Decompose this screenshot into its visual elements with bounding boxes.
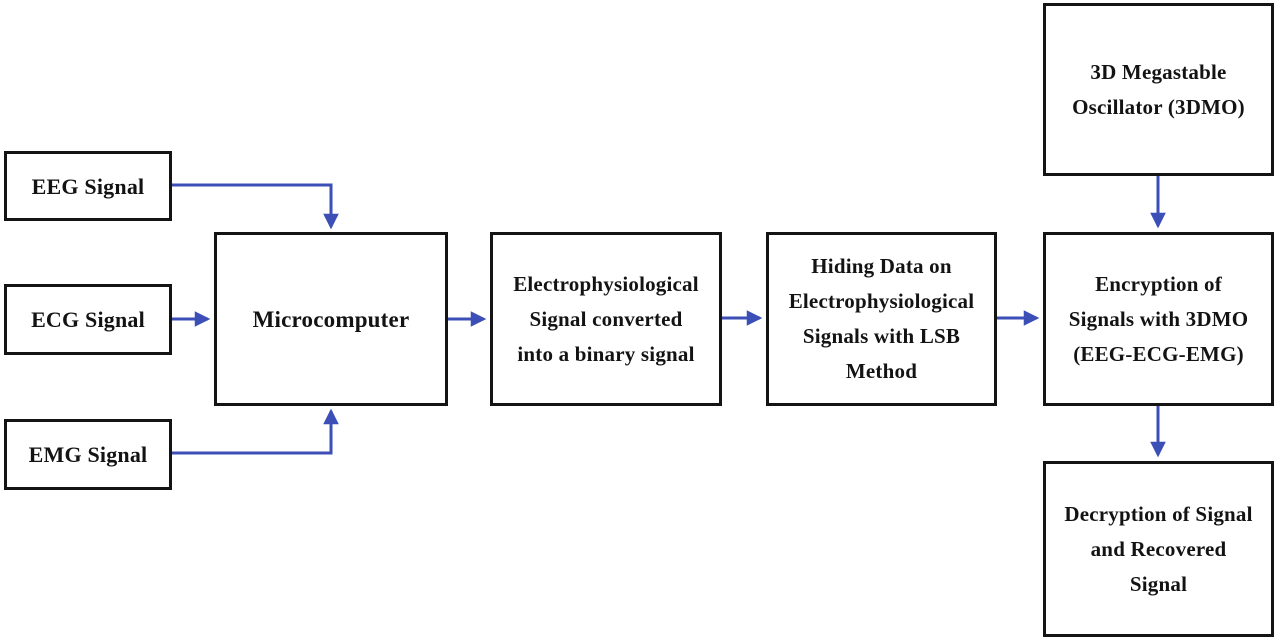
decryption-label-line-2: and Recovered bbox=[1090, 536, 1227, 561]
lsb-hiding-box: Hiding Data on Electrophysiological Sign… bbox=[766, 232, 997, 406]
oscillator-label-line-2: Oscillator (3DMO) bbox=[1072, 94, 1245, 119]
encryption-label-line-1: Encryption of bbox=[1095, 271, 1222, 296]
decryption-label-line-3: Signal bbox=[1129, 571, 1188, 596]
microcomputer-label: Microcomputer bbox=[252, 306, 410, 332]
binary-conversion-label-line-3: into a binary signal bbox=[517, 341, 695, 366]
microcomputer-box: Microcomputer bbox=[214, 232, 448, 406]
emg-signal-box: EMG Signal bbox=[4, 419, 172, 490]
lsb-hiding-label-line-4: Method bbox=[845, 359, 918, 383]
ecg-signal-label: ECG Signal bbox=[31, 307, 145, 332]
arrow-emg-to-microcomputer bbox=[172, 408, 339, 455]
ecg-signal-box: ECG Signal bbox=[4, 284, 172, 355]
encryption-box: Encryption of Signals with 3DMO (EEG-ECG… bbox=[1043, 232, 1274, 406]
lsb-hiding-label-line-2: Electrophysiological bbox=[788, 289, 975, 313]
oscillator-box: 3D Megastable Oscillator (3DMO) bbox=[1043, 3, 1274, 176]
binary-conversion-box: Electrophysiological Signal converted in… bbox=[490, 232, 722, 406]
decryption-label-line-1: Decryption of Signal bbox=[1064, 501, 1253, 526]
binary-conversion-label-line-2: Signal converted bbox=[529, 306, 683, 331]
encryption-label-line-2: Signals with 3DMO bbox=[1068, 306, 1249, 331]
eeg-signal-label: EEG Signal bbox=[31, 173, 145, 199]
arrow-eeg-to-microcomputer bbox=[172, 183, 339, 230]
lsb-hiding-label-line-1: Hiding Data on bbox=[811, 254, 952, 278]
decryption-box: Decryption of Signal and Recovered Signa… bbox=[1043, 461, 1274, 637]
eeg-signal-box: EEG Signal bbox=[4, 151, 172, 221]
oscillator-label-line-1: 3D Megastable bbox=[1090, 59, 1227, 84]
binary-conversion-label-line-1: Electrophysiological bbox=[513, 271, 699, 296]
emg-signal-label: EMG Signal bbox=[28, 442, 148, 467]
encryption-label-line-3: (EEG-ECG-EMG) bbox=[1073, 341, 1244, 366]
lsb-hiding-label-line-3: Signals with LSB bbox=[802, 324, 961, 348]
